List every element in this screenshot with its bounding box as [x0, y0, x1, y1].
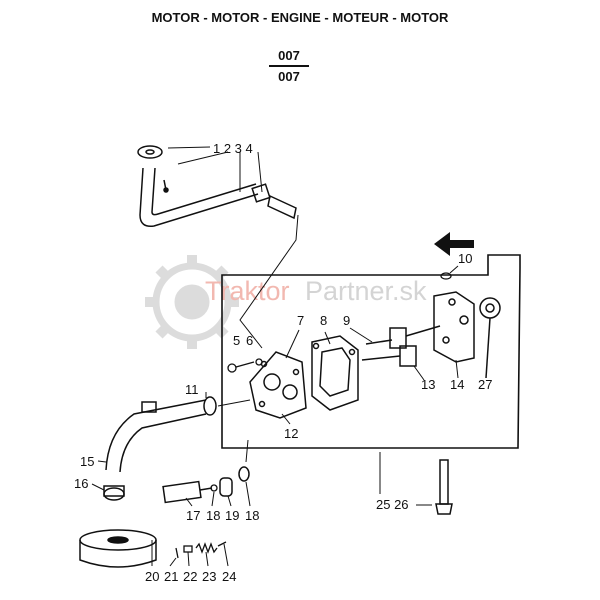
label-14: 14	[450, 377, 464, 392]
watermark-text-red: Traktor	[205, 276, 290, 306]
label-15: 15	[80, 454, 94, 469]
part-15-suction-hose	[105, 396, 217, 473]
label-18b: 18	[245, 508, 259, 523]
label-16: 16	[74, 476, 88, 491]
label-21: 21	[164, 569, 178, 584]
fraction-bar	[269, 65, 309, 67]
part-7-pump-cover	[249, 351, 307, 419]
label-12: 12	[284, 426, 298, 441]
part-5-6-screw-washer	[227, 358, 263, 373]
part-27-gear	[479, 297, 501, 379]
label-1234: 1 2 3 4	[213, 141, 253, 156]
page-title: MOTOR - MOTOR - ENGINE - MOTEUR - MOTOR	[151, 10, 449, 25]
watermark-text-grey: Partner.sk	[305, 276, 427, 306]
part-10-screw	[440, 272, 452, 280]
suction-pipe-upper	[137, 145, 297, 228]
part-9-drive-gear	[365, 325, 441, 349]
label-5: 5	[233, 333, 240, 348]
part-14-pump-bracket	[433, 291, 475, 363]
part-21-24-spring-pin	[175, 541, 227, 559]
watermark-gear-icon	[145, 255, 239, 349]
part-8-pump-housing	[311, 335, 359, 411]
label-10: 10	[458, 251, 472, 266]
group-code: 007 007	[265, 48, 313, 84]
label-19: 19	[225, 508, 239, 523]
label-13: 13	[421, 377, 435, 392]
label-27: 27	[478, 377, 492, 392]
part-18-washer	[210, 484, 218, 492]
direction-arrow-icon	[434, 232, 474, 256]
part-20-oil-strainer	[79, 529, 157, 568]
label-20: 20	[145, 569, 159, 584]
part-17-relief-valve	[162, 480, 213, 504]
label-2526: 25 26	[376, 497, 409, 512]
enclosure-outline	[221, 254, 521, 449]
part-19-bushing	[219, 477, 233, 497]
label-23: 23	[202, 569, 216, 584]
label-9: 9	[343, 313, 350, 328]
label-24: 24	[222, 569, 236, 584]
part-18b-seal	[238, 466, 250, 482]
part-25-26-bolt	[435, 459, 453, 515]
group-code-top: 007	[278, 48, 300, 63]
part-13-driven-gear	[361, 345, 417, 367]
part-16-nut	[103, 485, 125, 501]
label-17: 17	[186, 508, 200, 523]
label-11: 11	[185, 382, 199, 397]
label-22: 22	[183, 569, 197, 584]
label-18a: 18	[206, 508, 220, 523]
group-code-bottom: 007	[278, 68, 300, 84]
label-7: 7	[297, 313, 304, 328]
label-6: 6	[246, 333, 253, 348]
label-8: 8	[320, 313, 327, 328]
